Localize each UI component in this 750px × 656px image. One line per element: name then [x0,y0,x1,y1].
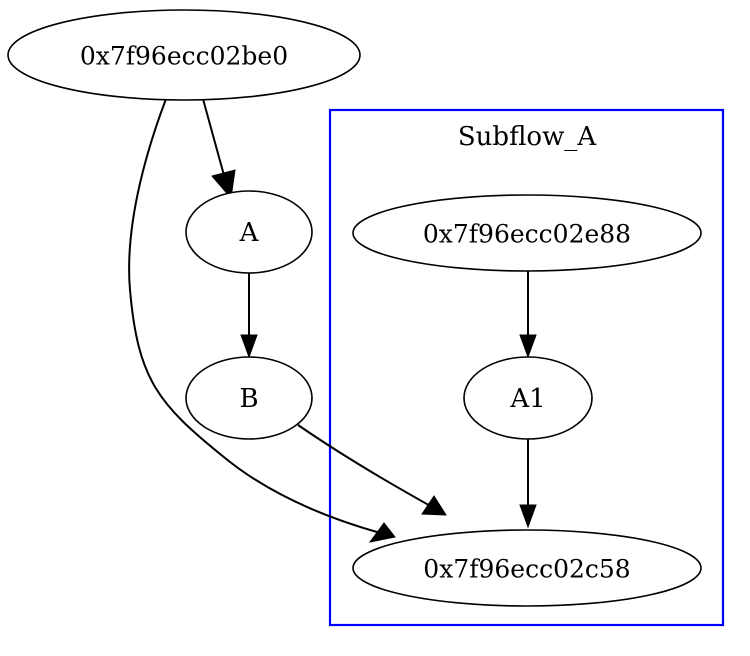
cluster-label: Subflow_A [458,122,597,152]
edge-line [128,98,385,535]
node-ellipse [185,190,313,274]
cluster-border-rect [328,108,725,627]
node-b[interactable]: B [185,356,313,440]
node-0x7f96ecc02be0[interactable]: 0x7f96ecc02be0 [7,9,361,101]
edge-be0-to-c58[interactable] [128,98,396,543]
node-label: B [239,384,258,414]
arrowhead-icon [240,334,258,359]
edge-a-to-b[interactable] [240,273,258,359]
arrowhead-icon [519,504,537,529]
edge-be0-to-a[interactable] [202,98,236,200]
node-a[interactable]: A [185,190,313,274]
node-layer: 0x7f96ecc02be0 A B 0x7f96ecc02e88 A1 0x7 [7,9,702,607]
arrowhead-icon [421,495,447,516]
node-0x7f96ecc02c58[interactable]: 0x7f96ecc02c58 [352,529,702,607]
arrowhead-icon [519,334,537,359]
node-label: 0x7f96ecc02be0 [80,42,288,71]
edge-layer [128,98,537,543]
node-ellipse [352,529,702,607]
arrowhead-icon [368,522,396,543]
cluster-subflow-a[interactable]: Subflow_A [328,108,725,627]
node-label: 0x7f96ecc02c58 [423,555,630,584]
node-ellipse [352,194,702,272]
node-ellipse [185,356,313,440]
node-ellipse [463,356,593,440]
node-ellipse [7,9,361,101]
edge-b-to-c58[interactable] [297,424,447,516]
node-label: 0x7f96ecc02e88 [423,220,631,249]
edge-line [297,424,435,509]
edge-e88-to-a1[interactable] [519,271,537,359]
node-label: A1 [509,384,545,414]
edge-a1-to-c58[interactable] [519,439,537,529]
arrowhead-icon [211,169,236,200]
node-a1[interactable]: A1 [463,356,593,440]
node-0x7f96ecc02e88[interactable]: 0x7f96ecc02e88 [352,194,702,272]
node-label: A [239,218,260,248]
